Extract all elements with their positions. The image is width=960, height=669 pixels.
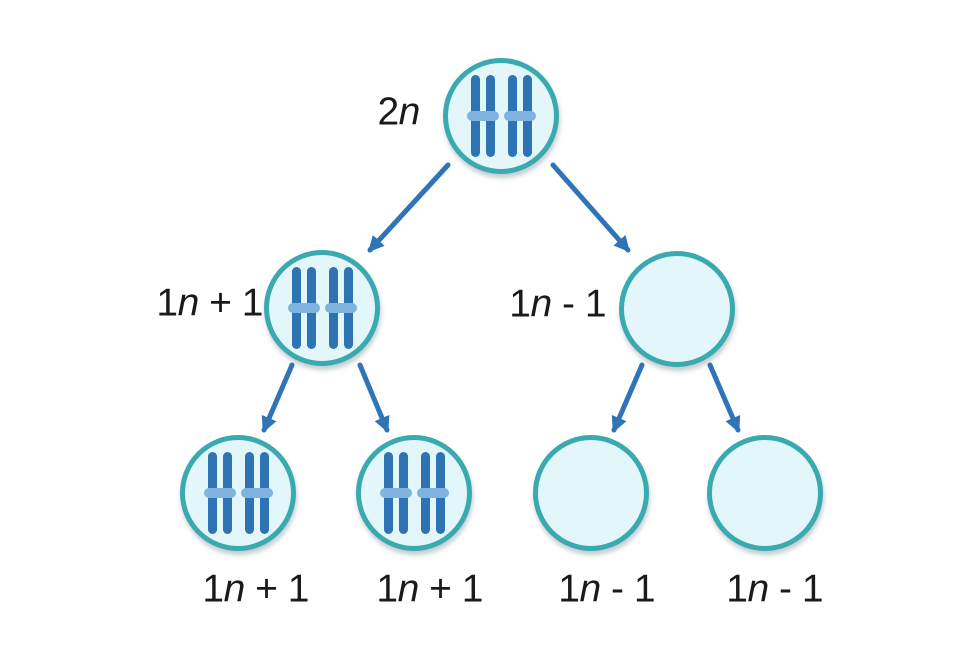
label-text: 1 [509,282,531,326]
label-text: 1 [202,567,224,611]
label-text: 1 [156,281,178,325]
label-variable-n: n [397,567,420,611]
arrow-daughter-right-to-gamete-3 [611,362,645,433]
cell-label-parent: 2n [336,54,420,171]
label-text: - 1 [551,282,607,326]
label-variable-n: n [223,567,246,611]
centromere-band [287,303,320,313]
centromere-band [503,111,536,121]
cell-label-gamete-2: 1n + 1 [335,531,483,648]
chromosome-pair [203,452,236,534]
chromosome-pair [240,452,273,534]
gamete-cell-2 [356,435,472,551]
centromere-band [416,488,449,498]
label-text: + 1 [244,567,309,611]
centromere-band [203,488,236,498]
arrow-daughter-right-to-gamete-4 [707,362,741,433]
arrow-parent-to-daughter-left [367,162,451,253]
cell-label-gamete-4: 1n - 1 [685,531,823,648]
label-text: 1 [376,567,398,611]
cell-label-daughter-right: 1n - 1 [468,246,606,363]
chromosome-pair [466,75,499,157]
centromere-band [466,111,499,121]
gamete-cell-1 [180,435,296,551]
chromosome-pair [416,452,449,534]
chromosome-pair [379,452,412,534]
gamete-cell-3 [533,435,649,551]
parent-cell [443,58,559,174]
label-variable-n: n [177,281,200,325]
label-text: + 1 [198,281,263,325]
chromosome-pair [287,267,320,349]
arrow-parent-to-daughter-right [550,162,631,253]
centromere-band [324,303,357,313]
label-text: 1 [726,567,748,611]
label-text: 1 [558,567,580,611]
arrow-daughter-left-to-gamete-1 [261,362,295,433]
centromere-band [379,488,412,498]
label-variable-n: n [747,567,769,611]
label-variable-n: n [530,282,552,326]
cell-label-gamete-1: 1n + 1 [161,531,309,648]
label-text: 2 [377,90,399,134]
daughter-cell-left [264,250,380,366]
chromosome-pair [324,267,357,349]
gamete-cell-4 [707,435,823,551]
label-text: - 1 [600,567,656,611]
label-variable-n: n [579,567,601,611]
label-variable-n: n [398,90,421,134]
daughter-cell-right [619,251,735,367]
arrow-daughter-left-to-gamete-2 [357,362,390,433]
centromere-band [240,488,273,498]
label-text: + 1 [418,567,483,611]
cell-label-gamete-3: 1n - 1 [517,531,655,648]
label-text: - 1 [768,567,824,611]
chromosome-pair [503,75,536,157]
cell-label-daughter-left: 1n + 1 [115,245,263,362]
